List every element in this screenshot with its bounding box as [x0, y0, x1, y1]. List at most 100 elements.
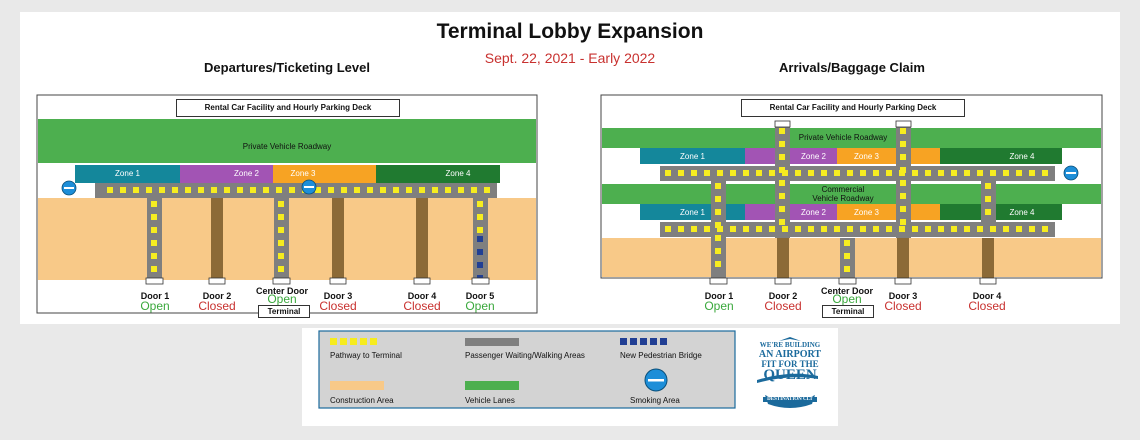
legend-box: [318, 330, 736, 409]
departures-walkway-center: [274, 198, 289, 278]
pathway-dot: [151, 201, 157, 207]
arrivals-door2-box: [774, 277, 792, 285]
pathway-dot: [1042, 170, 1048, 176]
pathway-dot: [717, 170, 723, 176]
pathway-dot: [477, 236, 483, 242]
pathway-dot: [715, 209, 721, 215]
pathway-dot: [715, 235, 721, 241]
pathway-dot: [990, 170, 996, 176]
pathway-dot: [847, 170, 853, 176]
pathway-dot: [715, 222, 721, 228]
departures-door-name: Door 4: [407, 291, 437, 301]
pathway-dot: [678, 226, 684, 232]
arrivals-door-status: Closed: [884, 299, 922, 313]
legend-construction-swatch: [330, 381, 384, 390]
arrivals-zone-label: Zone 3: [854, 152, 879, 161]
pathway-dot: [380, 187, 386, 193]
pathway-dot: [278, 227, 284, 233]
pathway-dot: [1016, 170, 1022, 176]
arrivals-zone-label: Zone 4: [1009, 152, 1035, 161]
departures-zone-label: Zone 3: [290, 169, 316, 178]
logo-line: AN AIRPORT: [758, 349, 822, 360]
pathway-dot: [328, 187, 334, 193]
arrivals-pillar-door4: [982, 238, 994, 278]
pathway-dot: [250, 187, 256, 193]
arrivals-door4-box: [979, 277, 997, 285]
pathway-dot: [477, 214, 483, 220]
departures-zone-4: [376, 165, 500, 183]
pathway-dot: [276, 187, 282, 193]
arrivals-commercial-roadway: [602, 184, 1101, 204]
pathway-dot: [263, 187, 269, 193]
departures-center-door-box: [272, 277, 291, 285]
pathway-dot: [900, 193, 906, 199]
pathway-dot: [938, 170, 944, 176]
pathway-dot: [808, 170, 814, 176]
arrivals-zone-label: Zone 1: [680, 152, 705, 161]
legend-smoking-label: Smoking Area: [630, 396, 680, 405]
legend-waiting-label: Passenger Waiting/Walking Areas: [465, 351, 585, 360]
pathway-dot: [860, 226, 866, 232]
pathway-dot: [278, 266, 284, 272]
arrivals-commercial-roadway-label: Vehicle Roadway: [812, 194, 874, 203]
pathway-dot: [151, 227, 157, 233]
pathway-dot: [779, 141, 785, 147]
pathway-dot: [900, 154, 906, 160]
legend-construction-label: Construction Area: [330, 396, 394, 405]
departures-door3-box: [329, 277, 347, 285]
pathway-dot: [779, 180, 785, 186]
departures-zone-1: [75, 165, 180, 183]
legend-pathway-label: Pathway to Terminal: [330, 351, 402, 360]
arrivals-zone-1-top: [640, 148, 745, 164]
pathway-dot: [665, 226, 671, 232]
pathway-dot: [691, 226, 697, 232]
departures-terminal-label: Terminal: [258, 305, 310, 318]
departures-pathway-dots: [107, 187, 490, 281]
pathway-dot: [900, 167, 906, 173]
pathway-dot: [977, 170, 983, 176]
arrivals-walkway-top: [660, 166, 1055, 181]
departures-zone-label: Zone 1: [115, 169, 140, 178]
logo-line: QUEEN: [763, 367, 817, 383]
pathway-dot: [985, 183, 991, 189]
pathway-dot: [834, 170, 840, 176]
pathway-dot: [393, 187, 399, 193]
pathway-dot: [172, 187, 178, 193]
legend-waiting-swatch: [465, 338, 519, 346]
pathway-dot: [289, 187, 295, 193]
departures-pillar-door2: [211, 198, 223, 278]
departures-heading: Departures/Ticketing Level: [204, 60, 370, 75]
pathway-dot: [198, 187, 204, 193]
pathway-dot: [821, 170, 827, 176]
arrivals-pathway-dots: [665, 128, 1048, 272]
departures-door-name: Door 1: [140, 291, 170, 301]
logo-line: FIT FOR THE: [761, 359, 819, 369]
departures-private-roadway: [38, 119, 536, 163]
pathway-dot: [133, 187, 139, 193]
pathway-dot: [769, 226, 775, 232]
pathway-dot: [471, 187, 477, 193]
pathway-dot: [985, 196, 991, 202]
pathway-dot: [795, 226, 801, 232]
pathway-dot: [704, 170, 710, 176]
pathway-dot: [886, 170, 892, 176]
arrivals-door3-box: [894, 277, 912, 285]
arrivals-zone-label: Zone 1: [680, 208, 705, 217]
pathway-dot: [704, 226, 710, 232]
pathway-dot: [782, 226, 788, 232]
departures-door-status: Open: [140, 299, 170, 313]
pathway-dot: [900, 141, 906, 147]
departures-door1-box: [145, 277, 164, 285]
logo-banner: DESTINATION CLT: [763, 397, 817, 402]
arrivals-zone-3-top: [837, 148, 940, 164]
pathway-dot: [237, 187, 243, 193]
pathway-dot: [834, 226, 840, 232]
arrivals-zone-3-bottom: [837, 204, 940, 220]
pathway-dot: [484, 187, 490, 193]
pathway-dot: [185, 187, 191, 193]
departures-zone-label: Zone 2: [234, 169, 259, 178]
departures-door5-box: [471, 277, 490, 285]
departures-zone-2: [180, 165, 273, 183]
departures-parking-label: Rental Car Facility and Hourly Parking D…: [176, 99, 400, 117]
pathway-dot: [779, 167, 785, 173]
